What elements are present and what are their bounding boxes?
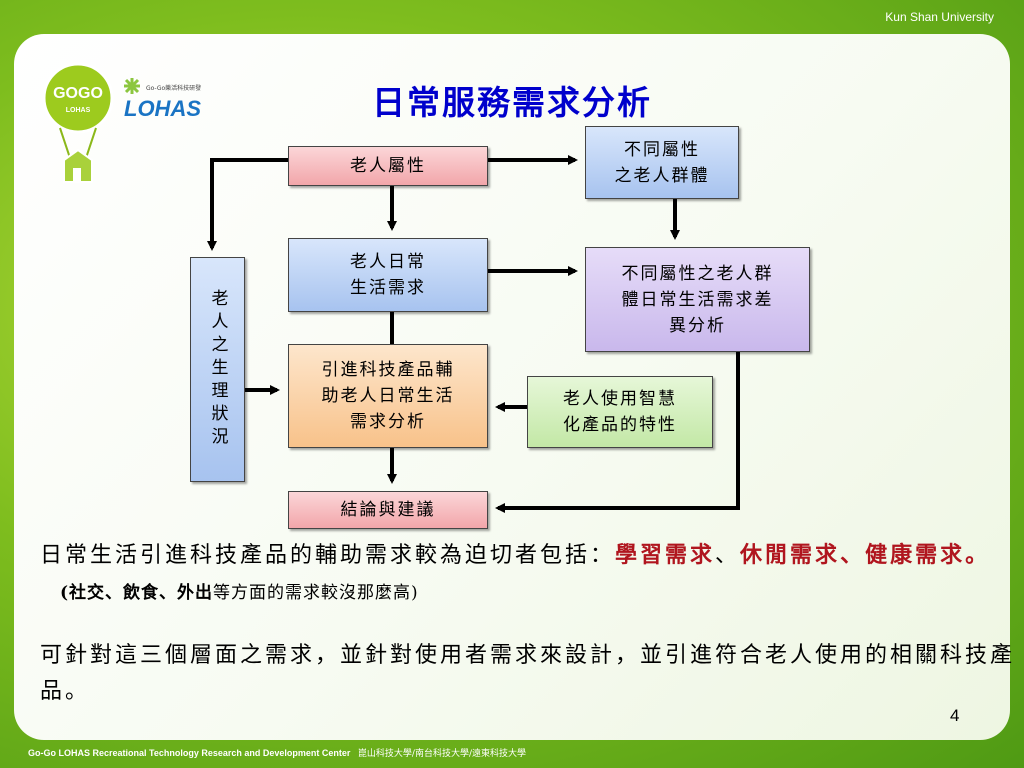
node-physiological-status: 老人之生理狀況 (190, 257, 245, 482)
paragraph-design-approach: 可針對這三個層面之需求，並針對使用者需求來設計，並引進符合老人使用的相關科技產品… (40, 643, 1016, 704)
side-note: (社交、飲食、外出等方面的需求較沒那麼高) (60, 583, 419, 603)
node-conclusion: 結論與建議 (288, 491, 488, 529)
note-rest: 等方面的需求較沒那麼高) (213, 583, 419, 603)
sentence-end: 。 (965, 542, 991, 568)
node-different-groups: 不同屬性 之老人群體 (585, 126, 739, 199)
separator: 、 (840, 542, 866, 568)
note-bold: 社交、飲食、外出 (69, 583, 214, 603)
highlight-learning: 學習需求 (615, 542, 716, 568)
gogo-lohas-logo: GOGO LOHAS Go-Go樂活科技研發 LOHAS (42, 62, 201, 183)
node-elder-attributes: 老人屬性 (288, 146, 488, 186)
content-panel (14, 34, 1010, 740)
university-name: Kun Shan University (885, 10, 994, 24)
paragraph-priority-needs: 日常生活引進科技產品的輔助需求較為迫切者包括：學習需求、休閒需求、健康需求。 (… (40, 537, 1015, 611)
node-smart-product-traits: 老人使用智慧 化產品的特性 (527, 376, 713, 448)
svg-text:LOHAS: LOHAS (124, 96, 201, 121)
note-open: ( (60, 583, 70, 603)
svg-text:LOHAS: LOHAS (66, 107, 91, 114)
page-number: 4 (950, 706, 960, 725)
highlight-leisure: 休閒需求 (740, 542, 841, 568)
svg-text:GOGO: GOGO (53, 85, 103, 102)
footer-center-name: Go-Go LOHAS Recreational Technology Rese… (28, 748, 351, 758)
node-tech-products-analysis: 引進科技產品輔 助老人日常生活 需求分析 (288, 344, 488, 448)
para1-lead: 日常生活引進科技產品的輔助需求較為迫切者包括： (40, 543, 616, 568)
separator: 、 (715, 543, 741, 568)
svg-text:Go-Go樂活科技研發: Go-Go樂活科技研發 (146, 84, 201, 92)
slide-title: 日常服務需求分析 (372, 83, 652, 122)
node-group-needs-analysis: 不同屬性之老人群 體日常生活需求差 異分析 (585, 247, 810, 352)
footer-schools: 崑山科技大學/南台科技大學/遠東科技大學 (357, 749, 526, 759)
highlight-health: 健康需求 (865, 542, 966, 568)
node-daily-needs: 老人日常 生活需求 (288, 238, 488, 312)
footer: Go-Go LOHAS Recreational Technology Rese… (28, 746, 526, 759)
